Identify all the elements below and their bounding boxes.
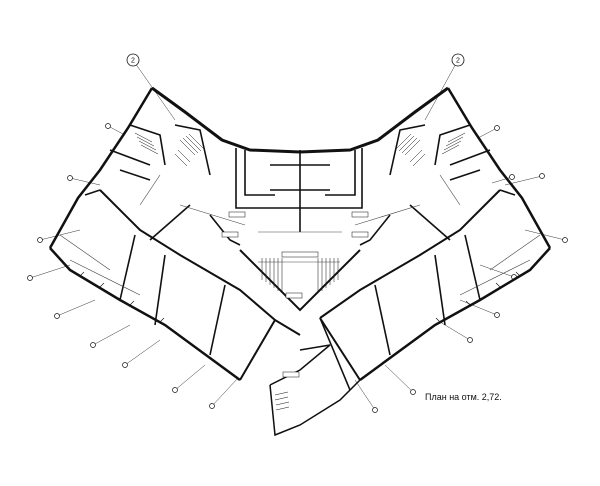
axis-bubbles bbox=[27, 123, 568, 413]
stair-left bbox=[134, 132, 205, 167]
detail-lines bbox=[59, 174, 541, 296]
stair-center bbox=[261, 258, 339, 293]
axis-lines bbox=[29, 59, 566, 411]
axis-marker-right: 2 bbox=[451, 53, 465, 67]
window-marks bbox=[79, 271, 521, 323]
stair-tail bbox=[274, 391, 290, 411]
stair-right bbox=[395, 132, 466, 167]
drawing-caption: План на отм. 2,72. bbox=[425, 392, 502, 402]
room-tags bbox=[221, 211, 369, 378]
outer-walls bbox=[48, 86, 552, 437]
interior-walls bbox=[84, 124, 516, 391]
axis-marker-right-label: 2 bbox=[456, 58, 460, 65]
axis-marker-left: 2 bbox=[126, 53, 140, 67]
axis-marker-left-label: 2 bbox=[131, 58, 135, 65]
